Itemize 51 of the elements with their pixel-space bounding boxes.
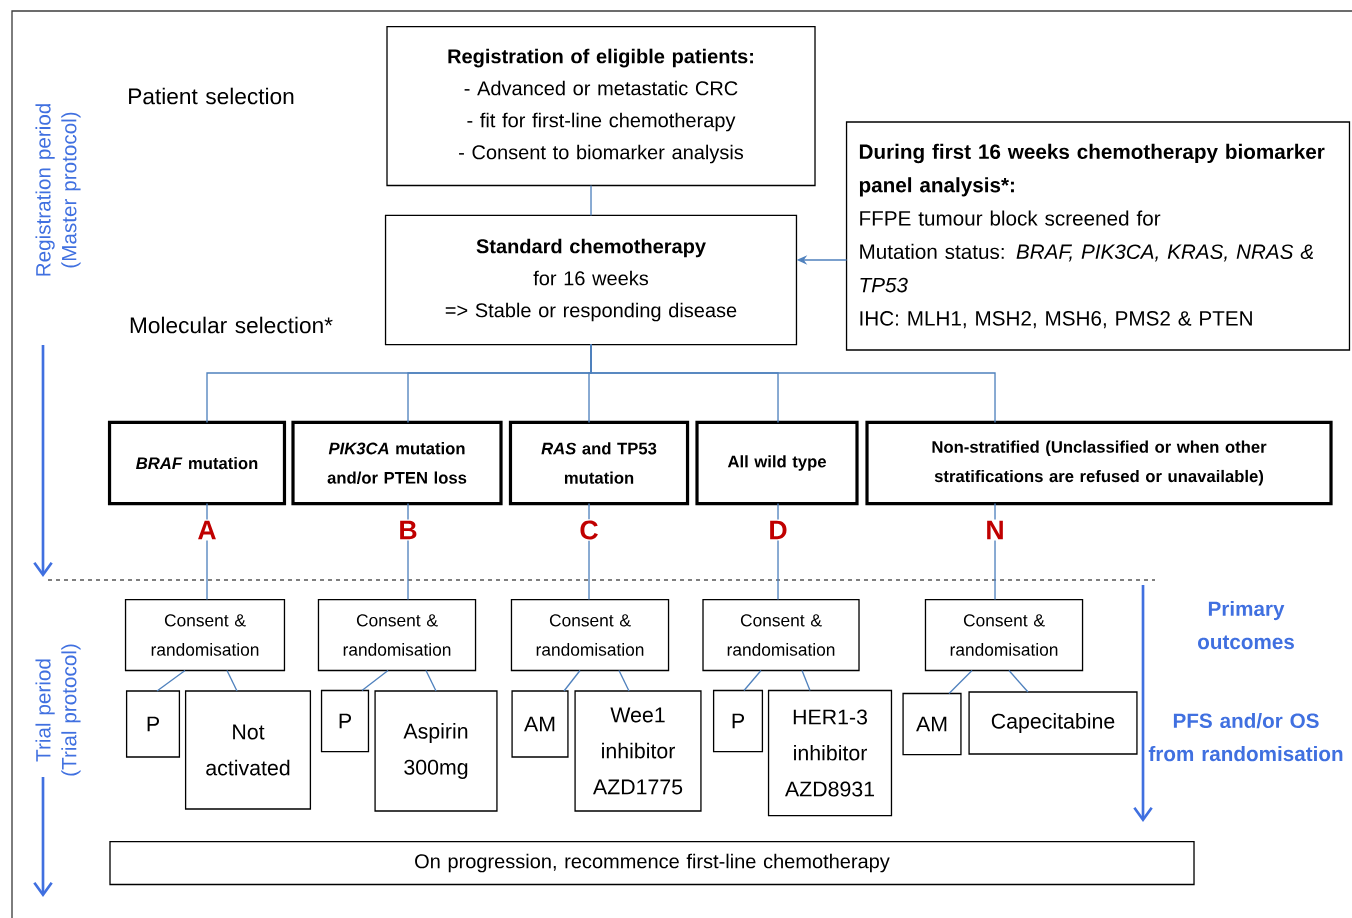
group-letter: D	[767, 519, 789, 541]
connector	[226, 669, 238, 692]
group-letter: C	[578, 519, 600, 541]
outcome-label: Primary outcomes	[1198, 600, 1294, 650]
treatment-box: P	[125, 690, 181, 758]
treatment-box: P	[320, 689, 370, 753]
connector	[588, 502, 590, 601]
connector	[618, 669, 630, 692]
side-label: Molecular selection*	[130, 316, 333, 334]
connector	[206, 502, 208, 601]
group-letter: B	[397, 519, 419, 541]
connector	[743, 669, 762, 692]
treatment-box: AM	[511, 690, 569, 758]
consent-box: Consent & randomisation	[924, 598, 1084, 672]
treatment-box: Not activated	[184, 690, 312, 810]
connector	[590, 184, 592, 217]
process-box: Standard chemotherapy for 16 weeks => Stable or responding disease	[384, 214, 798, 346]
stratum-box: PIK3CA mutation and/or PTEN loss	[291, 420, 503, 506]
treatment-box: Wee1 inhibitor AZD1775	[574, 690, 702, 812]
period-label: Trial period (Trial protocol)	[35, 644, 81, 776]
info-box: During first 16 weeks chemotherapy biomarker panel analysis*: FFPE tumour block screened for Mutation status: BRAF, PIK3CA, KRAS, NRAS & TP53 IHC: MLH1, MSH2, MSH6, PMS2 & PTEN	[845, 121, 1351, 351]
connector	[425, 669, 437, 692]
connector	[563, 669, 581, 692]
stratum-box: BRAF mutation	[107, 420, 287, 506]
process-box: Registration of eligible patients: - Advanced or metastatic CRC - fit for first-line chemotherapy - Consent to biomarker analysis	[386, 25, 816, 187]
connector	[590, 343, 996, 424]
treatment-box: AM	[902, 692, 962, 756]
treatment-box: Aspirin 300mg	[374, 690, 498, 812]
consent-box: Consent & randomisation	[702, 598, 860, 672]
treatment-box: P	[712, 689, 764, 753]
stratum-box: All wild type	[695, 420, 859, 506]
consent-box: Consent & randomisation	[317, 598, 477, 672]
connector	[801, 669, 811, 692]
connector	[1008, 669, 1029, 693]
consent-box: Consent & randomisation	[510, 598, 670, 672]
connector	[994, 502, 996, 601]
connector	[407, 502, 409, 601]
period-label: Registration period (Master protocol)	[35, 104, 81, 276]
connector	[361, 669, 389, 692]
process-box: On progression, recommence first-line chemotherapy	[109, 840, 1195, 886]
group-letter: A	[196, 519, 218, 541]
side-label: Patient selection	[129, 87, 294, 105]
stratum-box: RAS and TP53 mutation	[508, 420, 690, 506]
connector	[948, 669, 973, 695]
treatment-box: HER1-3 inhibitor AZD8931	[767, 689, 893, 817]
group-letter: N	[984, 519, 1006, 541]
connector	[156, 669, 186, 692]
treatment-box: Capecitabine	[968, 691, 1138, 755]
stratum-box: Non-stratified (Unclassified or when other stratifications are refused or unavailable)	[865, 420, 1333, 506]
connector	[777, 502, 779, 601]
consent-box: Consent & randomisation	[124, 598, 286, 672]
